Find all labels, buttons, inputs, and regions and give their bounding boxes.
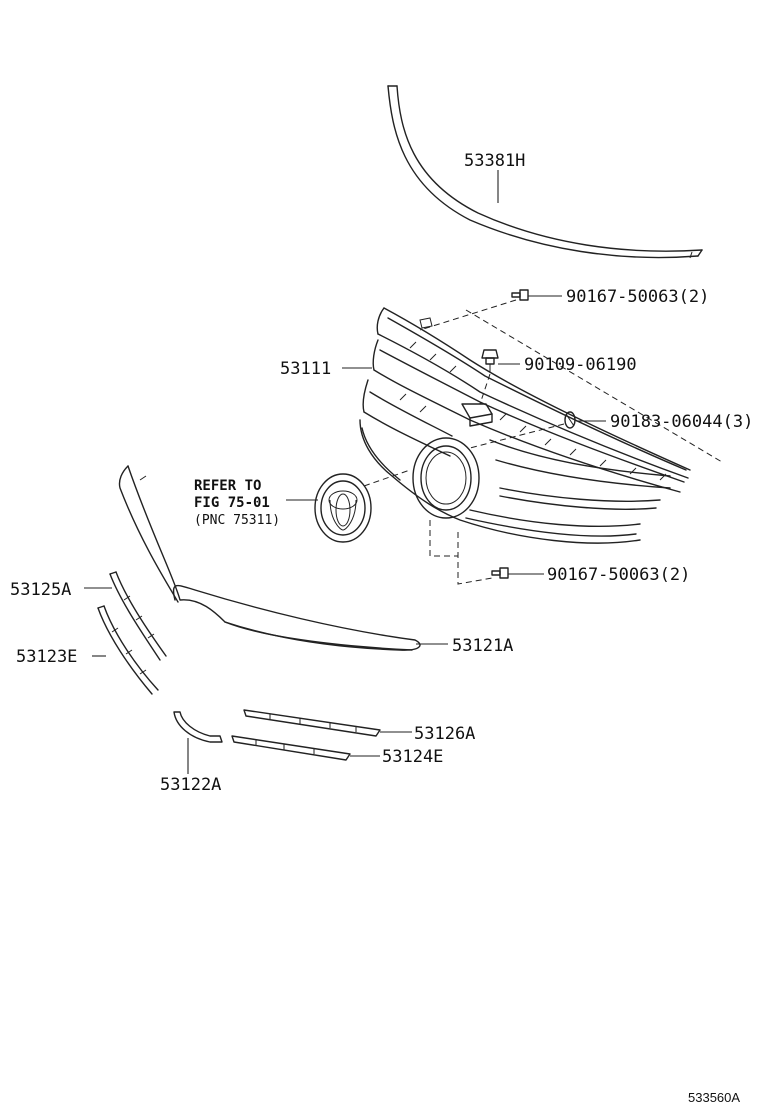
label-53126a: 53126A bbox=[414, 724, 475, 744]
screw-top-icon bbox=[511, 289, 529, 301]
molding-lower-e bbox=[231, 735, 351, 761]
label-53111: 53111 bbox=[280, 359, 331, 379]
label-53124e: 53124E bbox=[382, 747, 443, 767]
molding-lower-a bbox=[243, 709, 381, 737]
clip-right-icon bbox=[564, 411, 576, 429]
label-53381h: 53381H bbox=[464, 151, 525, 171]
radiator-grille-assembly bbox=[359, 307, 691, 544]
ref-line-2: FIG 75-01 bbox=[194, 495, 270, 511]
molding-left-a bbox=[109, 571, 167, 661]
bolt-center-icon bbox=[481, 349, 499, 372]
label-screw-top: 90167-50063(2) bbox=[566, 287, 709, 307]
upper-molding-strip bbox=[387, 85, 703, 259]
label-53123e: 53123E bbox=[16, 647, 77, 667]
screw-bottom-icon bbox=[491, 567, 509, 579]
label-clip-right: 90183-06044(3) bbox=[610, 412, 753, 432]
label-53121a: 53121A bbox=[452, 636, 513, 656]
label-53122a: 53122A bbox=[160, 775, 221, 795]
ref-line-3: (PNC 75311) bbox=[194, 513, 280, 528]
molding-left-e bbox=[97, 605, 159, 695]
figure-code: 533560A bbox=[688, 1090, 740, 1105]
toyota-emblem bbox=[314, 473, 372, 543]
ref-line-1: REFER TO bbox=[194, 478, 261, 494]
molding-corner bbox=[173, 711, 223, 743]
grille-panel bbox=[118, 465, 421, 651]
label-53125a: 53125A bbox=[10, 580, 71, 600]
label-screw-bottom: 90167-50063(2) bbox=[547, 565, 690, 585]
label-bolt-center: 90109-06190 bbox=[524, 355, 637, 375]
